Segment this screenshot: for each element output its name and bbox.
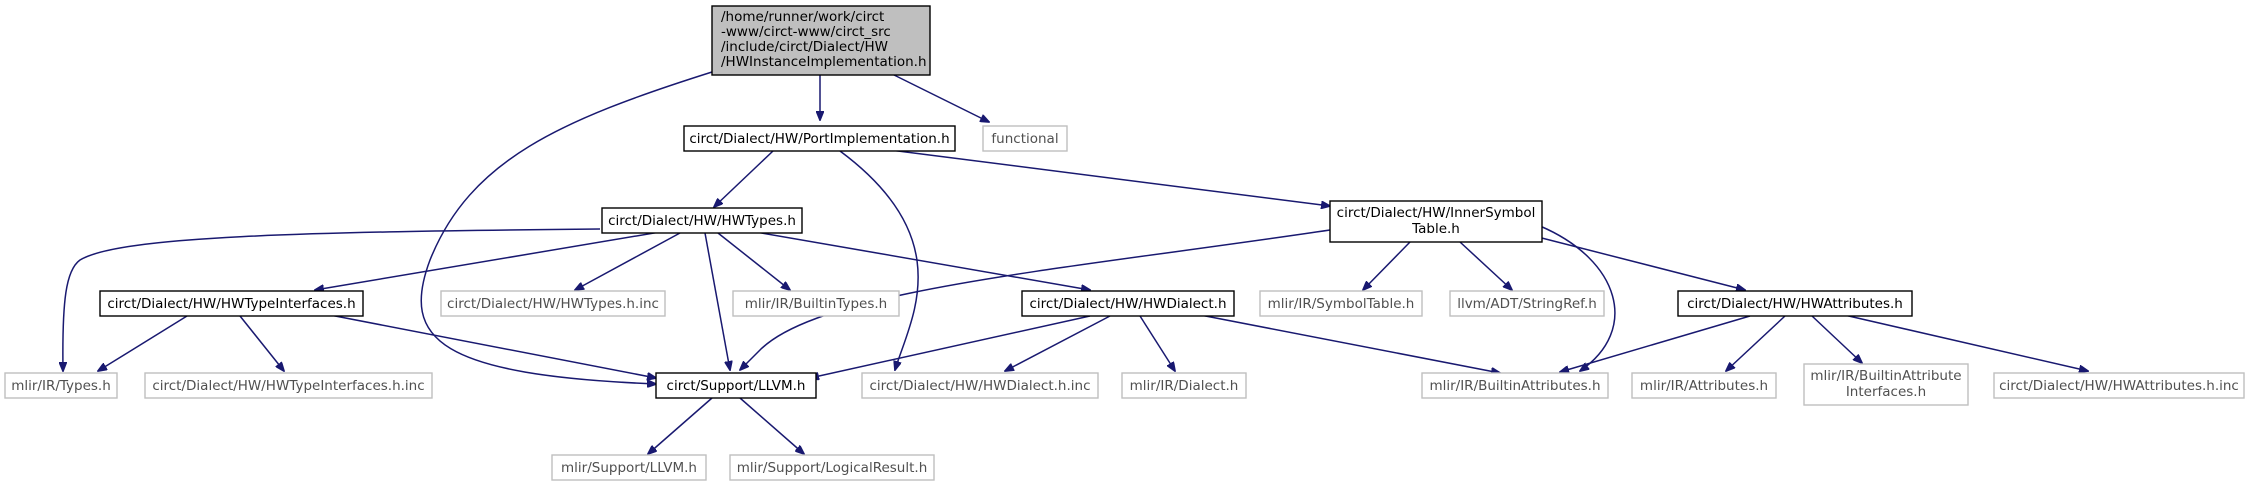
node-label: mlir/IR/Attributes.h xyxy=(1640,378,1768,394)
edge-hwattributes-to-ir-attributes xyxy=(1726,315,1786,371)
node-label: mlir/IR/SymbolTable.h xyxy=(1268,296,1415,312)
edge-hwattributes-to-hwattributes-inc xyxy=(1839,313,2088,371)
node-functional[interactable]: functional xyxy=(982,125,1068,152)
node-hwtypes-inc[interactable]: circt/Dialect/HW/HWTypes.h.inc xyxy=(440,290,666,317)
node-label: mlir/Support/LLVM.h xyxy=(561,460,697,476)
node-label: circt/Dialect/HW/HWDialect.h xyxy=(1029,296,1226,312)
node-support-llvm[interactable]: circt/Support/LLVM.h xyxy=(655,372,817,399)
edge-innersymbol-to-stringref xyxy=(1459,241,1512,290)
node-label-line: Interfaces.h xyxy=(1846,384,1926,400)
node-hwdialect[interactable]: circt/Dialect/HW/HWDialect.h xyxy=(1021,290,1235,317)
node-hwtypeinterfaces[interactable]: circt/Dialect/HW/HWTypeInterfaces.h xyxy=(99,290,364,317)
node-hwattributes[interactable]: circt/Dialect/HW/HWAttributes.h xyxy=(1677,290,1913,317)
node-ir-types[interactable]: mlir/IR/Types.h xyxy=(4,372,118,399)
edge-hwtypes-to-hwdialect xyxy=(749,230,1090,290)
node-label-line: /include/circt/Dialect/HW xyxy=(721,39,888,55)
node-label: mlir/IR/BuiltinTypes.h xyxy=(745,296,887,312)
node-label: circt/Dialect/HW/HWTypeInterfaces.h xyxy=(107,296,355,312)
node-builtinattributeinterfaces[interactable]: mlir/IR/BuiltinAttribute Interfaces.h xyxy=(1803,363,1969,406)
edge-innersymbol-to-symboltable xyxy=(1363,241,1411,290)
edge-port-to-hwtypes xyxy=(714,150,774,207)
edge-hwattributes-to-builtinattributes xyxy=(1560,315,1751,372)
node-label: circt/Dialect/HW/HWTypeInterfaces.h.inc xyxy=(152,378,424,394)
node-label: circt/Support/LLVM.h xyxy=(667,378,806,394)
node-label-line: mlir/IR/BuiltinAttribute xyxy=(1810,368,1961,384)
edge-hwtypeinterfaces-to-hwtypeinterfaces-inc xyxy=(239,315,284,371)
node-label: mlir/IR/BuiltinAttributes.h xyxy=(1429,378,1600,394)
node-hwtypes[interactable]: circt/Dialect/HW/HWTypes.h xyxy=(601,207,803,234)
edge-port-to-innersymbol xyxy=(889,149,1330,206)
edge-hwtypes-to-support-llvm xyxy=(704,232,730,370)
nodes: /home/runner/work/circt -www/circt-www/c… xyxy=(4,5,2245,481)
node-hwdialect-inc[interactable]: circt/Dialect/HW/HWDialect.h.inc xyxy=(861,372,1099,399)
node-label: llvm/ADT/StringRef.h xyxy=(1457,296,1597,312)
node-label: functional xyxy=(991,131,1058,147)
node-label-line: Table.h xyxy=(1411,221,1460,237)
node-stringref[interactable]: llvm/ADT/StringRef.h xyxy=(1449,290,1605,317)
edge-port-to-support-llvm xyxy=(839,150,919,370)
edge-hwdialect-to-builtinattributes xyxy=(1189,312,1500,373)
node-mlir-support-llvm[interactable]: mlir/Support/LLVM.h xyxy=(551,454,707,481)
node-builtinattributes[interactable]: mlir/IR/BuiltinAttributes.h xyxy=(1421,372,1609,399)
node-label: circt/Dialect/HW/HWAttributes.h xyxy=(1687,296,1903,312)
edges xyxy=(63,71,2088,454)
node-label: mlir/IR/Types.h xyxy=(11,378,111,394)
node-label: circt/Dialect/HW/HWTypes.h xyxy=(608,213,796,229)
node-ir-attributes[interactable]: mlir/IR/Attributes.h xyxy=(1631,372,1777,399)
edge-hwtypes-to-builtintypes xyxy=(717,232,790,290)
node-builtintypes[interactable]: mlir/IR/BuiltinTypes.h xyxy=(732,290,900,317)
node-port-implementation[interactable]: circt/Dialect/HW/PortImplementation.h xyxy=(683,125,956,152)
node-label-line: /home/runner/work/circt xyxy=(721,9,884,25)
edge-hwtypes-to-ir-types xyxy=(63,228,601,371)
node-label: circt/Dialect/HW/PortImplementation.h xyxy=(689,131,949,147)
node-label-line: /HWInstanceImplementation.h xyxy=(721,54,927,70)
edge-support-llvm-to-mlir-support-llvm xyxy=(648,397,713,454)
node-label-line: circt/Dialect/HW/InnerSymbol xyxy=(1337,205,1536,221)
node-logicalresult[interactable]: mlir/Support/LogicalResult.h xyxy=(729,454,935,481)
edge-innersymbol-to-support-llvm xyxy=(740,229,1331,370)
edge-support-llvm-to-logicalresult xyxy=(739,397,804,454)
edge-hwtypes-to-hwtypeinterfaces xyxy=(315,231,661,290)
edge-hwdialect-to-hwdialect-inc xyxy=(1005,315,1111,371)
edge-hwtypeinterfaces-to-support-llvm xyxy=(329,314,656,378)
node-label: mlir/Support/LogicalResult.h xyxy=(737,460,928,476)
node-label: circt/Dialect/HW/HWDialect.h.inc xyxy=(869,378,1090,394)
node-hwattributes-inc[interactable]: circt/Dialect/HW/HWAttributes.h.inc xyxy=(1993,372,2245,399)
edge-innersymbol-to-hwattributes xyxy=(1529,234,1745,290)
node-hwtypeinterfaces-inc[interactable]: circt/Dialect/HW/HWTypeInterfaces.h.inc xyxy=(144,372,433,399)
edge-hwdialect-to-ir-dialect xyxy=(1139,315,1175,371)
edge-hwtypeinterfaces-to-ir-types xyxy=(98,315,188,371)
node-ir-dialect[interactable]: mlir/IR/Dialect.h xyxy=(1121,372,1247,399)
edge-root-to-support-llvm xyxy=(420,71,713,384)
node-label: circt/Dialect/HW/HWTypes.h.inc xyxy=(447,296,659,312)
node-innersymboltable[interactable]: circt/Dialect/HW/InnerSymbol Table.h xyxy=(1329,200,1543,243)
edge-hwtypes-to-hwtypes-inc xyxy=(575,232,681,290)
node-root-hwinstanceimplementation[interactable]: /home/runner/work/circt -www/circt-www/c… xyxy=(711,5,931,76)
node-label: circt/Dialect/HW/HWAttributes.h.inc xyxy=(1999,378,2239,394)
node-label-line: -www/circt-www/circt_src xyxy=(721,24,891,40)
edge-root-to-functional xyxy=(889,72,989,122)
node-symboltable[interactable]: mlir/IR/SymbolTable.h xyxy=(1259,290,1423,317)
edge-hwdialect-to-support-llvm xyxy=(810,315,1091,378)
edge-hwattributes-to-builtinattrinterfaces xyxy=(1811,315,1862,363)
node-label: mlir/IR/Dialect.h xyxy=(1130,378,1239,394)
edge-innersymbol-to-builtinattributes xyxy=(1539,225,1616,371)
